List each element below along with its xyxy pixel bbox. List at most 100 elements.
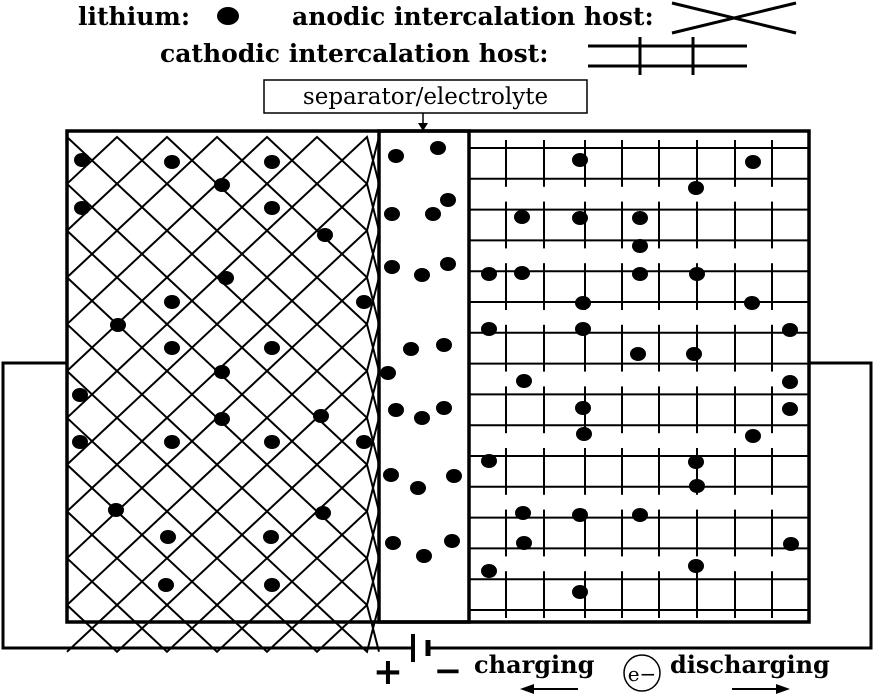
lithium-dot — [688, 559, 704, 573]
anode-zigzag-line — [66, 276, 380, 327]
lithium-dot — [782, 375, 798, 389]
lithium-dot — [430, 141, 446, 155]
lithium-dot — [403, 342, 419, 356]
lithium-dot — [688, 455, 704, 469]
discharging-label: discharging — [670, 650, 830, 679]
legend-cathode-label: cathodic intercalation host: — [160, 39, 548, 68]
minus-terminal-label: − — [434, 651, 463, 691]
electron-circle-icon — [623, 654, 661, 692]
lithium-dot — [481, 322, 497, 336]
anode-zigzag-line — [66, 509, 380, 560]
lithium-dot — [414, 268, 430, 282]
lithium-dot — [782, 402, 798, 416]
anode-zigzag-line — [66, 510, 380, 561]
lithium-dot — [380, 366, 396, 380]
lithium-dot — [425, 207, 441, 221]
lithium-dot — [416, 549, 432, 563]
legend-lithium-label: lithium: — [78, 2, 190, 31]
lithium-dot — [689, 267, 705, 281]
lithium-dot — [516, 536, 532, 550]
lithium-dot — [214, 178, 230, 192]
lithium-dot — [632, 267, 648, 281]
lithium-dot — [72, 388, 88, 402]
anode-zigzag-line — [66, 369, 380, 420]
separator-label: separator/electrolyte — [303, 84, 548, 110]
separator-pointer-arrowhead — [418, 123, 428, 131]
lithium-dot — [632, 508, 648, 522]
anode-zigzag-line — [66, 556, 380, 607]
plus-terminal-label: + — [373, 651, 403, 693]
lithium-dot — [575, 401, 591, 415]
lithium-dot — [264, 155, 280, 169]
lithium-dot — [632, 211, 648, 225]
lithium-dot — [481, 267, 497, 281]
lithium-dot — [164, 155, 180, 169]
anode-zigzag-line — [66, 322, 380, 373]
legend-anode-cross-icon — [671, 1, 797, 35]
lithium-dot — [745, 155, 761, 169]
lithium-dot — [410, 481, 426, 495]
lithium-dot — [572, 211, 588, 225]
lithium-dot — [436, 401, 452, 415]
lithium-dot — [313, 409, 329, 423]
lithium-dot — [572, 585, 588, 599]
lithium-dot — [575, 322, 591, 336]
lithium-dot — [414, 411, 430, 425]
lithium-dot — [74, 201, 90, 215]
lithium-dot — [264, 201, 280, 215]
lithium-dot — [572, 153, 588, 167]
lithium-dot — [782, 323, 798, 337]
lithium-dot — [164, 341, 180, 355]
lithium-dot — [744, 296, 760, 310]
lithium-dot — [630, 347, 646, 361]
lithium-dot — [436, 338, 452, 352]
lithium-dot — [686, 347, 702, 361]
anode-zigzag-line — [66, 135, 380, 186]
lithium-dot — [514, 266, 530, 280]
anode-lattice — [66, 135, 380, 654]
lithium-dot — [383, 468, 399, 482]
external-circuit — [1, 361, 873, 650]
anode-zigzag-line — [66, 135, 380, 186]
lithium-dot — [575, 296, 591, 310]
anode-zigzag-line — [66, 603, 380, 654]
lithium-dot — [515, 506, 531, 520]
lithium-dot — [572, 508, 588, 522]
charging-label: charging — [474, 650, 595, 679]
lithium-dot — [444, 534, 460, 548]
anode-zigzag-line — [66, 322, 380, 373]
lithium-dot — [481, 454, 497, 468]
lithium-dot — [264, 578, 280, 592]
lithium-dot — [158, 578, 174, 592]
anode-zigzag-line — [66, 463, 380, 514]
lithium-dot — [632, 239, 648, 253]
lithium-ions — [72, 141, 799, 599]
anode-zigzag-line — [66, 229, 380, 280]
lithium-dot — [214, 365, 230, 379]
lithium-dot — [388, 149, 404, 163]
electron-label: e− — [628, 662, 657, 686]
lithium-dot — [576, 427, 592, 441]
discharging-arrow-icon — [732, 684, 790, 694]
lithium-dot — [214, 412, 230, 426]
anode-zigzag-line — [66, 182, 380, 233]
anode-zigzag-line — [66, 603, 380, 654]
lithium-dot — [384, 207, 400, 221]
lithium-dot — [218, 271, 234, 285]
lithium-dot — [164, 435, 180, 449]
lithium-dot — [783, 537, 799, 551]
legend-anode-label: anodic intercalation host: — [292, 2, 654, 31]
lithium-dot — [164, 295, 180, 309]
lithium-dot — [516, 374, 532, 388]
separator-region — [377, 129, 471, 624]
separator-label-box — [263, 79, 588, 114]
lithium-dot — [356, 435, 372, 449]
lithium-dot — [72, 435, 88, 449]
lithium-dot — [689, 479, 705, 493]
anode-zigzag-line — [66, 416, 380, 467]
lithium-dot — [688, 181, 704, 195]
lithium-dot — [317, 228, 333, 242]
lithium-dot — [384, 260, 400, 274]
lithium-dot — [264, 435, 280, 449]
